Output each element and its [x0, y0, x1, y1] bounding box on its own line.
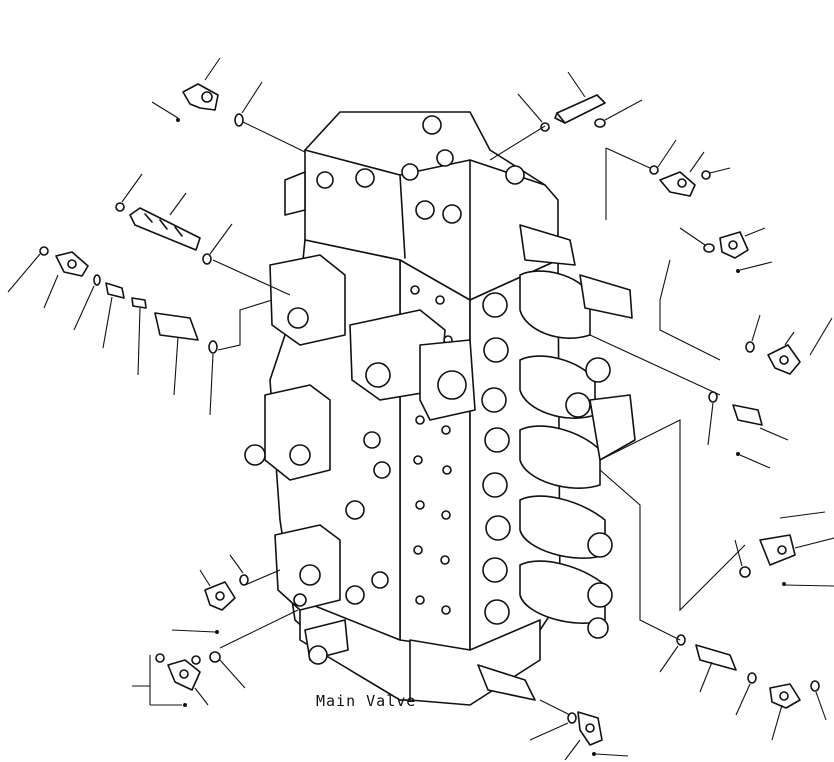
leader-lines — [132, 121, 746, 716]
left-part-stack — [7, 246, 218, 416]
elbow-fitting-right-2 — [679, 227, 773, 273]
elbow-fitting-bottom-left — [171, 554, 249, 689]
elbow-fitting-right-4 — [734, 511, 834, 587]
elbow-fitting-bottom-center — [529, 711, 629, 761]
bottom-right-fittings — [659, 634, 827, 741]
elbow-fitting-top-left — [151, 57, 221, 122]
elbow-fitting-right-3 — [745, 314, 833, 375]
relief-valve-cartridge-left — [115, 173, 233, 265]
elbow-fitting-right-1 — [649, 139, 731, 197]
top-bolts — [316, 115, 525, 224]
o-ring — [234, 113, 244, 127]
body-fittings — [284, 171, 636, 701]
elbow-fitting-far-bottom-left — [150, 653, 209, 707]
left-side-blocks — [244, 254, 476, 611]
fitting-top-right — [517, 71, 643, 132]
valve-body — [244, 111, 636, 706]
spool-caps-right — [519, 270, 613, 639]
spool-caps-front — [481, 292, 511, 625]
diagram-caption: Main Valve — [316, 692, 417, 710]
straight-fitting-right — [707, 391, 789, 469]
loose-parts — [7, 57, 834, 761]
